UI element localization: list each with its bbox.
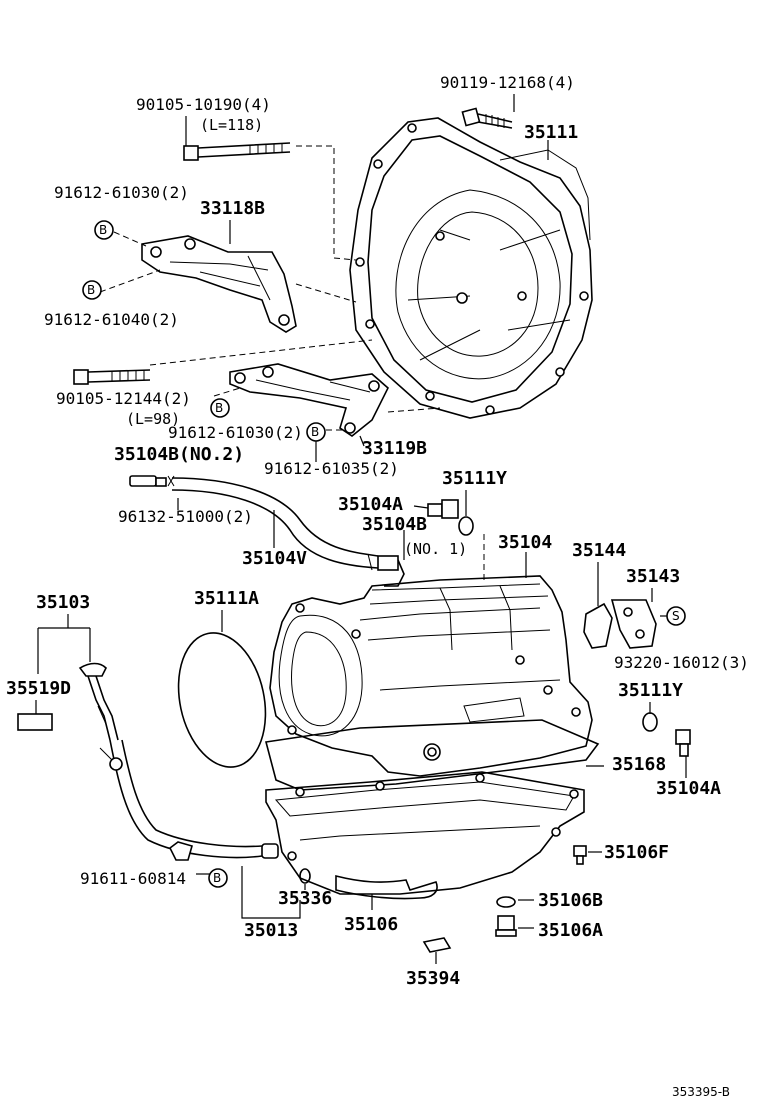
label-35143: 35143 — [626, 566, 680, 587]
bolt-35106f — [573, 845, 602, 865]
label-90119-12168: 90119-12168(4) — [440, 73, 575, 92]
label-35111a: 35111A — [194, 588, 259, 609]
gasket-35111a — [177, 610, 267, 768]
bracket-33119b — [213, 363, 441, 462]
bolt-90105-10190 — [183, 116, 357, 261]
oil-pan-35106 — [265, 771, 585, 910]
label-90105-10190-length: (L=118) — [200, 116, 263, 134]
gasket-35111y-bot — [642, 702, 658, 732]
label-35103: 35103 — [36, 592, 90, 613]
label-91612-61040: 91612-61040(2) — [44, 310, 179, 329]
callout-circles: B B B B B S — [82, 220, 686, 888]
bolt-90105-12144 — [73, 339, 373, 385]
label-90105-12144: 90105-12144(2) — [56, 389, 191, 408]
label-96132-51000: 96132-51000(2) — [118, 507, 253, 526]
bell-housing-35111 — [349, 117, 593, 419]
label-35168: 35168 — [612, 754, 666, 775]
label-91612-61030-a: 91612-61030(2) — [54, 183, 189, 202]
dipstick-tube-35013 — [78, 662, 301, 919]
washer-35106b — [496, 896, 534, 908]
callout-b: B — [213, 871, 221, 885]
gasket-35111y-top — [458, 490, 474, 536]
group-bracket-35103 — [17, 614, 91, 731]
oil-pan-gasket-35168 — [264, 719, 604, 791]
label-35111y-bot: 35111Y — [618, 680, 683, 701]
label-91612-61030-b: 91612-61030(2) — [168, 423, 303, 442]
label-35106f: 35106F — [604, 842, 669, 863]
label-35106b: 35106B — [538, 890, 603, 911]
label-35104b-no1-sub: (NO. 1) — [404, 540, 467, 558]
callout-b: B — [87, 283, 95, 297]
label-91611-60814: 91611-60814 — [80, 869, 186, 888]
part-labels: 90119-12168(4) 35111 90105-10190(4) (L=1… — [6, 73, 749, 1099]
callout-s: S — [672, 609, 680, 623]
label-33119b: 33119B — [362, 438, 427, 459]
breather-hose-35104v — [129, 475, 405, 587]
magnet-35394 — [422, 937, 452, 964]
callout-b: B — [99, 223, 107, 237]
label-35336: 35336 — [278, 888, 332, 909]
label-35104b-no1: 35104B — [362, 514, 427, 535]
callout-b: B — [215, 401, 223, 415]
transmission-case-35104 — [269, 534, 593, 777]
label-91612-61035: 91612-61035(2) — [264, 459, 399, 478]
plug-35104a-bot — [675, 729, 691, 778]
plug-35106a — [495, 915, 534, 937]
bolt-90119-12168 — [461, 94, 515, 129]
label-90105-10190: 90105-10190(4) — [136, 95, 271, 114]
callout-b: B — [311, 425, 319, 439]
gasket-35336 — [299, 868, 311, 890]
label-35106a: 35106A — [538, 920, 603, 941]
label-35519d: 35519D — [6, 678, 71, 699]
label-90105-12144-length: (L=98) — [126, 410, 180, 428]
label-93220-16012: 93220-16012(3) — [614, 653, 749, 672]
label-33118b: 33118B — [200, 198, 265, 219]
label-35104a-bot: 35104A — [656, 778, 721, 799]
label-35144: 35144 — [572, 540, 626, 561]
label-35104b-no2: 35104B(NO.2) — [114, 444, 244, 465]
label-35104a-top: 35104A — [338, 494, 403, 515]
diagram-reference-number: 353395-B — [672, 1085, 730, 1099]
label-35104: 35104 — [498, 532, 552, 553]
label-35111: 35111 — [524, 122, 578, 143]
bracket-33118b — [99, 220, 357, 333]
label-35394: 35394 — [406, 968, 460, 989]
label-35013: 35013 — [244, 920, 298, 941]
label-35111y-top: 35111Y — [442, 468, 507, 489]
label-35104v: 35104V — [242, 548, 307, 569]
plug-35104a-top — [413, 499, 459, 519]
bracket-35144 — [583, 562, 668, 649]
label-35106: 35106 — [344, 914, 398, 935]
